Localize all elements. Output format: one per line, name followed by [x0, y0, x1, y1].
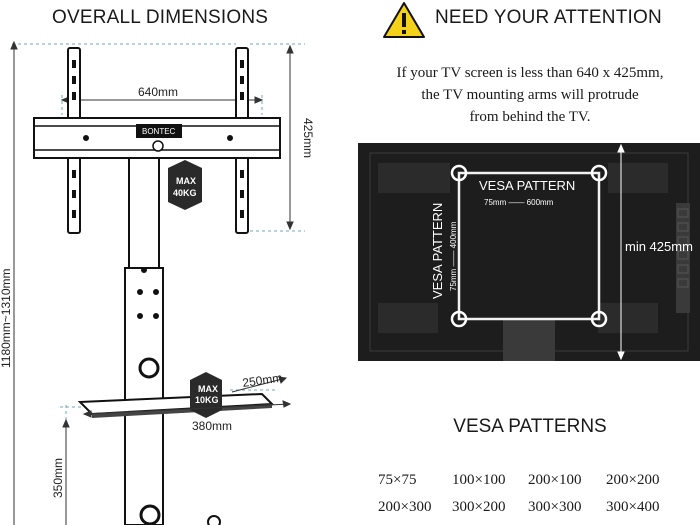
vesa-pattern-item: 300×400: [606, 499, 660, 515]
cable-holes: [138, 357, 161, 525]
vesa-range-vertical: 75mm —— 400mm: [449, 221, 458, 291]
vesa-pattern-item: 200×300: [378, 499, 432, 515]
tv-back-diagram: VESA PATTERN 75mm —— 600mm VESA PATTERN …: [358, 143, 700, 361]
attention-title: NEED YOUR ATTENTION: [435, 7, 662, 28]
vesa-pattern-item: 100×100: [452, 472, 506, 488]
floor-knob: [207, 515, 221, 525]
vesa-label-horizontal: VESA PATTERN: [479, 178, 575, 193]
badge-top-line2: 40KG: [173, 188, 197, 198]
tv-vent-grilles: [378, 163, 668, 333]
shelf-height-dimension: [62, 418, 70, 525]
horizontal-bracket: [33, 117, 281, 159]
vesa-patterns-title: VESA PATTERNS: [453, 416, 607, 437]
vesa-pattern-outline: [457, 171, 601, 321]
stand-column: [124, 157, 164, 525]
attention-note: If your TV screen is less than 640 x 425…: [360, 62, 700, 128]
badge-top-line1: MAX: [176, 176, 196, 186]
shelf-depth-dimension: [231, 376, 288, 393]
min-height-dimension: [617, 143, 625, 361]
badge-shelf-line2: 10KG: [195, 395, 219, 405]
brand-logo: BONTEC: [142, 127, 176, 136]
vesa-patterns-grid: 75×75 100×100 200×100 200×200 200×300 30…: [378, 472, 700, 516]
shelf-width-dimension: [82, 400, 292, 418]
column-holes: [137, 267, 159, 319]
badge-shelf-line1: MAX: [198, 384, 218, 394]
vesa-pattern-item: 300×200: [452, 499, 506, 515]
height-dimension: [286, 44, 294, 231]
vesa-pattern-item: 75×75: [378, 472, 417, 488]
vesa-pattern-item: 200×200: [606, 472, 660, 488]
note-line: If your TV screen is less than 640 x 425…: [396, 65, 664, 81]
shelf-height-label: 350mm: [51, 458, 65, 498]
overall-dimensions-title: OVERALL DIMENSIONS: [52, 7, 269, 28]
shelf-depth-label: 250mm: [241, 371, 283, 390]
shelf-width-label: 380mm: [192, 419, 232, 433]
max-10kg-badge: [190, 372, 222, 418]
vesa-range-horizontal: 75mm —— 600mm: [484, 198, 554, 207]
width-label: 640mm: [138, 85, 178, 99]
vesa-pattern-item: 200×100: [528, 472, 582, 488]
vesa-mount-holes: [450, 164, 608, 328]
total-height-dimension: [10, 40, 18, 525]
note-line: the TV mounting arms will protrude: [421, 87, 639, 103]
vesa-pattern-item: 300×300: [528, 499, 582, 515]
tv-port-slots: [677, 208, 689, 288]
height-label: 425mm: [301, 118, 315, 158]
max-40kg-badge: [168, 160, 202, 210]
stand-diagram: 1180mm~1310mm 640mm 425mm BONTEC: [0, 40, 315, 525]
min-height-label: min 425mm: [625, 239, 693, 254]
vesa-label-vertical: VESA PATTERN: [430, 203, 445, 299]
note-line: from behind the TV.: [469, 109, 591, 125]
total-height-label: 1180mm~1310mm: [0, 269, 13, 369]
warning-icon: [383, 2, 425, 38]
